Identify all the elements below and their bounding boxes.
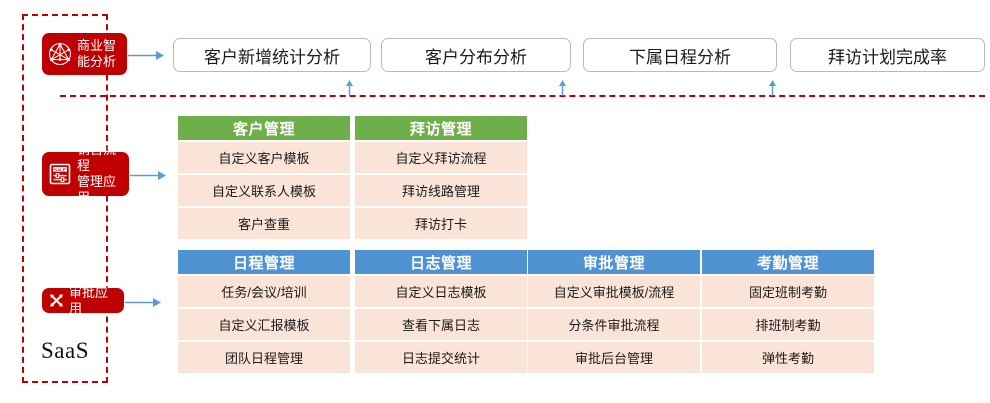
connector-arrow-icon: [125, 295, 165, 307]
column-item[interactable]: 自定义联系人模板: [178, 175, 350, 206]
column-item[interactable]: 分条件审批流程: [528, 309, 700, 340]
badge-label: 销售流程 管理应用: [77, 142, 117, 205]
badge-business-intelligence[interactable]: 商业智 能分析: [42, 33, 127, 75]
column-item[interactable]: 自定义日志模板: [355, 276, 527, 307]
column-item[interactable]: 固定班制考勤: [702, 276, 874, 307]
badge-sales-process-app[interactable]: SALE 销售流程 管理应用: [42, 142, 129, 205]
column-header[interactable]: 审批管理: [528, 250, 700, 274]
module-column-visit-management: 拜访管理 自定义拜访流程 拜访线路管理 拜访打卡: [355, 116, 527, 239]
column-item[interactable]: 拜访线路管理: [355, 175, 527, 206]
column-item[interactable]: 自定义汇报模板: [178, 309, 350, 340]
top-button-label: 客户新增统计分析: [204, 47, 340, 67]
badge-approval-app[interactable]: 审批应用: [42, 285, 124, 316]
top-button-label: 拜访计划完成率: [828, 47, 947, 67]
column-header[interactable]: 拜访管理: [355, 116, 527, 140]
column-item[interactable]: 弹性考勤: [702, 342, 874, 373]
module-column-attendance-management: 考勤管理 固定班制考勤 排班制考勤 弹性考勤: [702, 250, 874, 373]
sale-tag-icon: SALE: [47, 161, 73, 187]
column-item[interactable]: 排班制考勤: [702, 309, 874, 340]
column-header[interactable]: 日程管理: [178, 250, 350, 274]
module-column-customer-management: 客户管理 自定义客户模板 自定义联系人模板 客户查重: [178, 116, 350, 239]
column-item[interactable]: 查看下属日志: [355, 309, 527, 340]
column-item[interactable]: 自定义客户模板: [178, 142, 350, 173]
column-item[interactable]: 拜访打卡: [355, 208, 527, 239]
column-item[interactable]: 团队日程管理: [178, 342, 350, 373]
badge-label: 商业智 能分析: [77, 38, 117, 69]
column-item[interactable]: 客户查重: [178, 208, 350, 239]
top-button-customer-growth-analysis[interactable]: 客户新增统计分析: [173, 38, 371, 72]
module-column-approval-management: 审批管理 自定义审批模板/流程 分条件审批流程 审批后台管理: [528, 250, 700, 373]
cross-arrows-icon: [49, 293, 64, 308]
column-item[interactable]: 自定义审批模板/流程: [528, 276, 700, 307]
top-button-label: 客户分布分析: [425, 47, 527, 67]
top-button-subordinate-schedule-analysis[interactable]: 下属日程分析: [583, 38, 777, 72]
svg-text:SALE: SALE: [54, 167, 66, 172]
column-item[interactable]: 任务/会议/培训: [178, 276, 350, 307]
column-header[interactable]: 日志管理: [355, 250, 527, 274]
module-column-log-management: 日志管理 自定义日志模板 查看下属日志 日志提交统计: [355, 250, 527, 373]
network-graph-icon: [47, 41, 73, 67]
top-button-visit-plan-completion-rate[interactable]: 拜访计划完成率: [790, 38, 985, 72]
connector-arrow-icon: [130, 168, 170, 180]
up-arrow-icon: [558, 80, 567, 96]
top-button-customer-distribution-analysis[interactable]: 客户分布分析: [381, 38, 571, 72]
column-header[interactable]: 客户管理: [178, 116, 350, 140]
module-column-schedule-management: 日程管理 任务/会议/培训 自定义汇报模板 团队日程管理: [178, 250, 350, 373]
horizontal-dashed-divider: [60, 95, 985, 97]
saas-label: SaaS: [41, 338, 89, 363]
column-header[interactable]: 考勤管理: [702, 250, 874, 274]
column-item[interactable]: 日志提交统计: [355, 342, 527, 373]
column-item[interactable]: 审批后台管理: [528, 342, 700, 373]
badge-label: 审批应用: [69, 284, 109, 316]
column-item[interactable]: 自定义拜访流程: [355, 142, 527, 173]
saas-group-boundary: [22, 14, 108, 383]
up-arrow-icon: [345, 80, 354, 96]
top-button-label: 下属日程分析: [629, 47, 731, 67]
connector-arrow-icon: [128, 48, 168, 60]
up-arrow-icon: [768, 80, 777, 96]
